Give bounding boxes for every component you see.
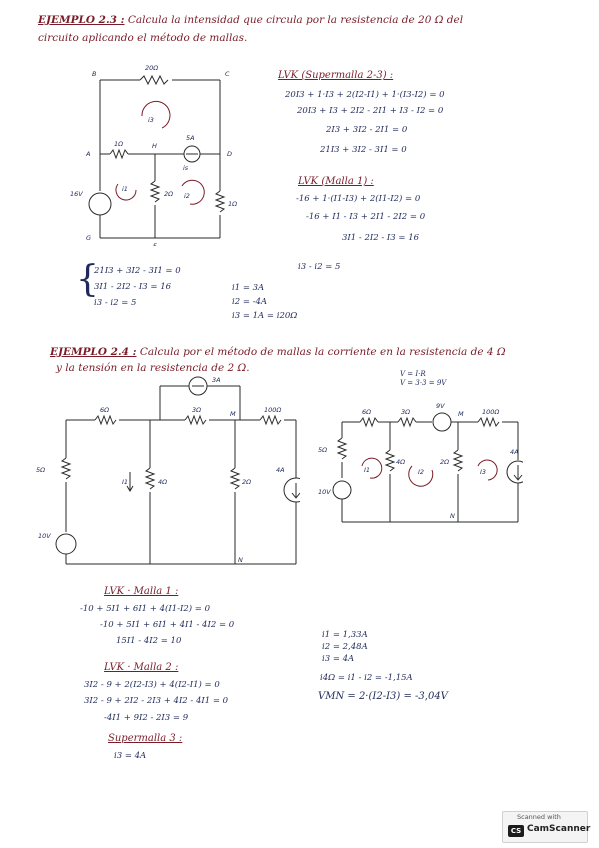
c23-node-c: C: [225, 70, 230, 78]
c23-loop-i2: i2: [184, 192, 190, 200]
c24b-label-r2: 3Ω: [401, 408, 410, 416]
camscanner-logo-icon: CS: [508, 825, 524, 837]
c24-label-r2: 3Ω: [192, 406, 201, 414]
c23-label-r-right: 1Ω: [228, 200, 237, 208]
c23-node-a: A: [85, 150, 90, 158]
example-2-3-statement-line2: circuito aplicando el método de mallas.: [38, 32, 248, 44]
circuit-2-3: 20Ω 1Ω 2Ω 1Ω 16V 5A is B C A H D G F i3 …: [70, 64, 237, 246]
ex24-lvk-m2-line1: 3I2 - 9 + 2(I2-I3) + 4(I2-I1) = 0: [84, 680, 220, 690]
c24-label-i1: I1: [122, 478, 128, 486]
c24b-label-r-mid: 4Ω: [396, 458, 405, 466]
ex23-system-brace: {: [76, 259, 99, 300]
ex23-lvk-super-line4: 21I3 + 3I2 - 3I1 = 0: [320, 145, 407, 155]
ex23-constraint: i3 - i2 = 5: [298, 262, 341, 272]
c24b-loop-i3: I3: [480, 468, 486, 476]
c23-loop-i3: i3: [148, 116, 154, 124]
circuit-2-4-original: 3A 6Ω 3Ω 100Ω 5Ω 4Ω 2Ω 10V 4A M N I1: [36, 376, 300, 565]
c24-label-v: 10V: [38, 532, 51, 540]
c24-label-r1: 6Ω: [100, 406, 109, 414]
ex23-lvk-super-line3: 2I3 + 3I2 - 2I1 = 0: [326, 125, 408, 135]
ex23-system-line3: i3 - i2 = 5: [94, 298, 137, 308]
c23-label-is: is: [183, 164, 189, 172]
c23-node-h: H: [152, 142, 157, 150]
ex23-result-i2: i2 = -4A: [232, 297, 268, 307]
ex23-lvk-super-title: LVK (Supermalla 2-3) :: [278, 70, 394, 81]
c24-label-isrc-right: 4A: [276, 466, 285, 474]
ex23-lvk-m1-line1: -16 + 1·(I1-I3) + 2(I1-I2) = 0: [296, 194, 421, 204]
c24-label-r-right: 2Ω: [242, 478, 251, 486]
example-2-4-number: EJEMPLO 2.4 :: [50, 346, 137, 358]
ex23-system-line1: 21I3 + 3I2 - 3I1 = 0: [94, 266, 181, 276]
c23-label-v: 16V: [70, 190, 83, 198]
c24-label-r3: 100Ω: [264, 406, 281, 414]
c24b-label-r-right: 2Ω: [440, 458, 449, 466]
ex23-lvk-m1-line2: -16 + I1 - I3 + 2I1 - 2I2 = 0: [306, 212, 426, 222]
ex24-result-i1: i1 = 1,33A: [322, 630, 368, 640]
ex24-lvk-m2-line3: -4I1 + 9I2 - 2I3 = 9: [104, 713, 189, 723]
ohm-note-1: V = I·R: [400, 370, 426, 378]
ex23-lvk-super-line1: 20I3 + 1·I3 + 2(I2-I1) + 1·(I3-I2) = 0: [285, 90, 445, 100]
ex23-result-i3: i3 = 1A = i20Ω: [232, 311, 298, 321]
ex23-lvk-m1-title: LVK (Malla 1) :: [298, 176, 374, 187]
example-2-3-number: EJEMPLO 2.3 :: [38, 14, 125, 26]
ex24-result-i2: i2 = 2,48A: [322, 642, 368, 652]
ex23-system-line2: 3I1 - 2I2 - I3 = 16: [94, 282, 172, 292]
ex24-lvk-m1-line2: -10 + 5I1 + 6I1 + 4I1 - 4I2 = 0: [100, 620, 235, 630]
c23-label-r-ah: 1Ω: [114, 140, 123, 148]
ex24-lvk-m2-line2: 3I2 - 9 + 2I2 - 2I3 + 4I2 - 4I1 = 0: [84, 696, 229, 706]
c23-label-r-mid: 2Ω: [164, 190, 173, 198]
scanned-with-text: Scanned with: [517, 813, 561, 821]
c23-label-isrc: 5A: [186, 134, 195, 142]
camscanner-brand: CamScanner: [527, 824, 591, 834]
c24b-label-r3: 100Ω: [482, 408, 499, 416]
camscanner-badge: Scanned with CS CamScanner: [502, 811, 591, 843]
c23-label-r-top: 20Ω: [145, 64, 158, 72]
c24b-loop-i2: I2: [418, 468, 424, 476]
ex23-lvk-super-line2: 20I3 + I3 + 2I2 - 2I1 + I3 - I2 = 0: [297, 106, 444, 116]
ex23-result-i1: i1 = 3A: [232, 283, 265, 293]
ex24-lvk-m1-title: LVK · Malla 1 :: [104, 586, 179, 597]
c23-node-d: D: [227, 150, 232, 158]
c24-label-isrc-top: 3A: [212, 376, 221, 384]
c24b-node-m: M: [458, 410, 464, 418]
c24b-node-n: N: [450, 512, 455, 520]
c24-node-n: N: [238, 556, 243, 564]
ex24-lvk-m1-line3: 15I1 - 4I2 = 10: [116, 636, 182, 646]
c24b-label-isrc: 4A: [510, 448, 519, 456]
ex24-super-eq: i3 = 4A: [114, 751, 147, 761]
circuit-2-4-transformed: 6Ω 3Ω 9V 100Ω 5Ω 4Ω 2Ω 10V 4A M N I1 I2 …: [318, 402, 523, 523]
c24-label-r-mid: 4Ω: [158, 478, 167, 486]
ex24-current-4ohm: i4Ω = i1 - i2 = -1,15A: [320, 673, 413, 683]
c24b-label-vdep: 9V: [436, 402, 445, 410]
example-2-3-statement: Calcula la intensidad que circula por la…: [127, 14, 464, 26]
ex23-lvk-m1-line3: 3I1 - 2I2 - I3 = 16: [342, 233, 420, 243]
ex24-super-title: Supermalla 3 :: [108, 733, 183, 744]
example-2-4-heading: EJEMPLO 2.4 : Calcula por el método de m…: [50, 346, 506, 358]
ohm-note-2: V = 3·3 = 9V: [400, 379, 447, 387]
ex24-voltage-mn: VMN = 2·(I2-I3) = -3,04V: [318, 691, 448, 702]
c24-label-r-left: 5Ω: [36, 466, 45, 474]
c23-node-g: G: [86, 234, 91, 242]
c23-node-f: F: [153, 242, 157, 246]
c24b-label-r-left: 5Ω: [318, 446, 327, 454]
example-2-3-heading: EJEMPLO 2.3 : Calcula la intensidad que …: [38, 14, 463, 26]
ex24-result-i3: i3 = 4A: [322, 654, 355, 664]
example-2-4-statement: Calcula por el método de mallas la corri…: [139, 346, 506, 358]
c24b-label-v: 10V: [318, 488, 331, 496]
example-2-4-statement-line2: y la tensión en la resistencia de 2 Ω.: [56, 362, 250, 374]
ex24-lvk-m1-line1: -10 + 5I1 + 6I1 + 4(I1-I2) = 0: [80, 604, 210, 614]
c23-node-b: B: [92, 70, 97, 78]
c23-loop-i1: i1: [122, 185, 128, 193]
c24-node-m: M: [230, 410, 236, 418]
c24b-loop-i1: I1: [364, 466, 370, 474]
ex24-lvk-m2-title: LVK · Malla 2 :: [104, 662, 179, 673]
c24b-label-r1: 6Ω: [362, 408, 371, 416]
